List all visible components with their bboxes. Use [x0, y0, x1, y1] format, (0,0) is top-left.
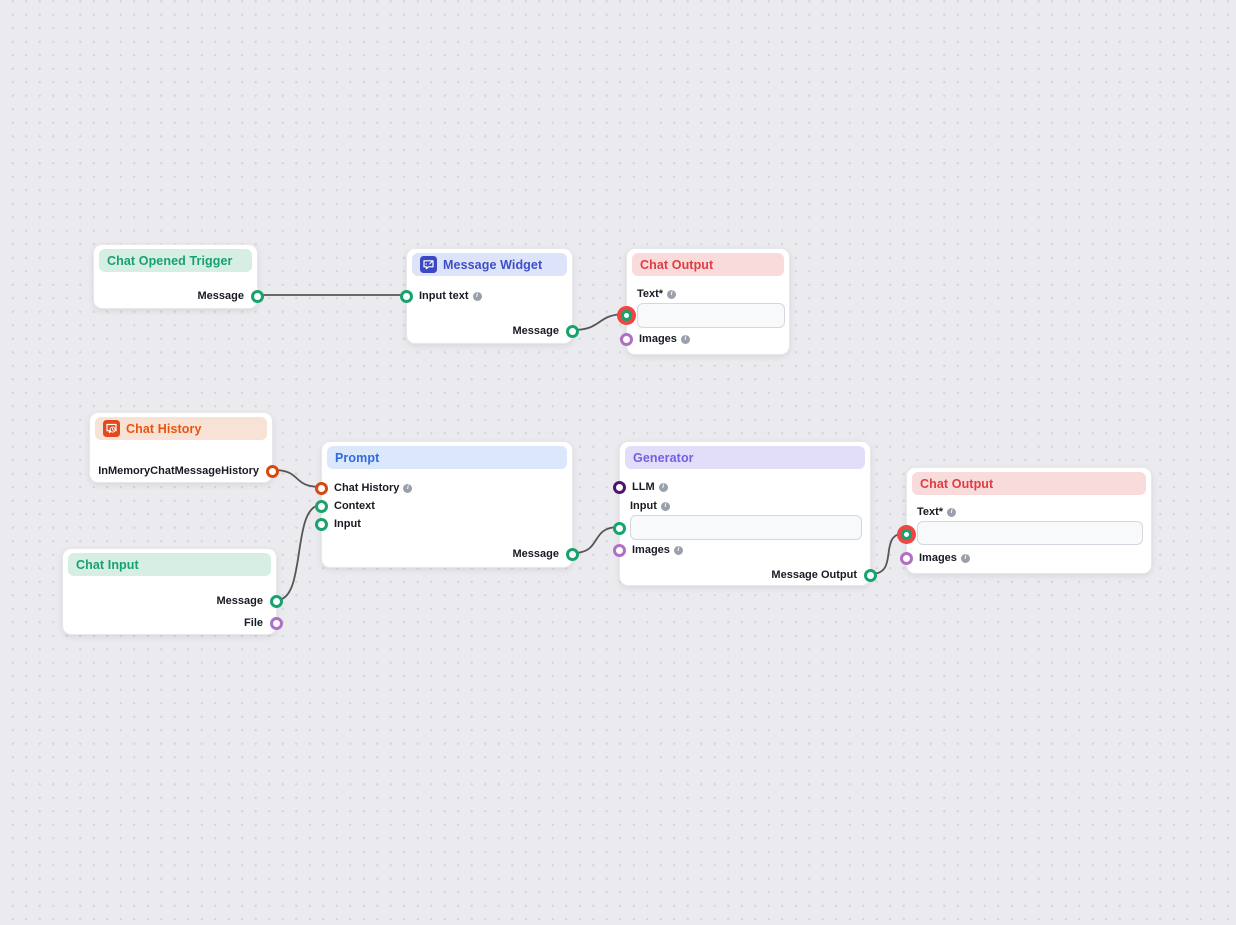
port-label: File [244, 617, 263, 629]
port-label: Message [197, 290, 244, 302]
node-title: Chat Opened Trigger [107, 253, 233, 268]
node-title: Prompt [335, 450, 380, 465]
port-label: LLM [632, 481, 655, 493]
node-header: Message Widget [412, 253, 567, 276]
info-icon[interactable]: i [472, 291, 482, 301]
port-label: InMemoryChatMessageHistory [98, 465, 259, 477]
port-chat-history[interactable] [315, 481, 328, 495]
out-row: Message [198, 288, 244, 304]
port-context[interactable] [315, 499, 328, 513]
in-row: Input [334, 516, 361, 532]
port-label: Context [334, 500, 375, 512]
out-row: Message [513, 323, 559, 339]
info-icon[interactable]: i [680, 334, 690, 344]
port-label: Message [512, 325, 559, 337]
port-text[interactable] [617, 305, 636, 325]
edge[interactable] [272, 469, 322, 488]
out-row: Message [513, 546, 559, 562]
info-icon[interactable]: i [658, 482, 668, 492]
edge[interactable] [572, 526, 620, 554]
port-label: Message Output [771, 569, 857, 581]
node-title: Message Widget [443, 257, 543, 272]
port-input[interactable] [315, 517, 328, 531]
info-icon[interactable]: i [403, 483, 413, 493]
info-icon[interactable]: i [960, 553, 970, 563]
port-images[interactable] [613, 543, 626, 557]
out-row: Message [217, 593, 263, 609]
out-row: File [244, 615, 263, 631]
out-row: InMemoryChatMessageHistory [98, 463, 259, 479]
port-message-output[interactable] [864, 568, 877, 582]
text-field-text[interactable] [637, 303, 785, 328]
port-message[interactable] [566, 324, 579, 338]
node-header: Chat Opened Trigger [99, 249, 252, 272]
port-label: Images [639, 333, 677, 345]
info-icon[interactable]: i [660, 501, 670, 511]
info-icon[interactable]: i [673, 545, 683, 555]
node-title: Chat History [126, 421, 202, 436]
message-widget-icon [420, 256, 437, 273]
port-message[interactable] [251, 289, 264, 303]
port-label: Input text [419, 290, 469, 302]
port-images[interactable] [620, 332, 633, 346]
port-label: Chat History [334, 482, 400, 494]
port-label: Message [216, 595, 263, 607]
out-row: Message Output [771, 567, 857, 583]
field-label: Text* [637, 288, 664, 300]
port-label: Message [512, 548, 559, 560]
port-file[interactable] [270, 616, 283, 630]
port-label: Input [334, 518, 361, 530]
node-title: Chat Output [640, 257, 714, 272]
info-icon[interactable]: i [947, 507, 957, 517]
port-message[interactable] [270, 594, 283, 608]
info-icon[interactable]: i [667, 289, 677, 299]
port-inner-ring [621, 309, 632, 321]
field-label: Text* [917, 506, 944, 518]
node-header: Chat Input [68, 553, 271, 576]
field-label-row: Text*i [637, 286, 677, 302]
text-field-text[interactable] [917, 521, 1143, 545]
node-header: Chat History [95, 417, 267, 440]
node-header: Prompt [327, 446, 567, 469]
text-field-input[interactable] [630, 515, 862, 540]
field-label-row: Text*i [917, 504, 957, 520]
port-message[interactable] [566, 547, 579, 561]
chat-history-icon [103, 420, 120, 437]
node-title: Chat Output [920, 476, 994, 491]
port-inmemorychatmessagehistory[interactable] [266, 464, 279, 478]
port-label: Images [632, 544, 670, 556]
node-title: Chat Input [76, 557, 139, 572]
field-label: Input [630, 500, 657, 512]
port-images[interactable] [900, 551, 913, 565]
node-header: Chat Output [632, 253, 784, 276]
port-label: Images [919, 552, 957, 564]
edge[interactable] [276, 504, 322, 601]
in-row: Context [334, 498, 375, 514]
node-header: Generator [625, 446, 865, 469]
port-input[interactable] [613, 521, 626, 535]
port-text[interactable] [897, 524, 916, 544]
port-inner-ring [901, 528, 912, 540]
port-input-text[interactable] [400, 289, 413, 303]
port-llm[interactable] [613, 480, 626, 494]
node-header: Chat Output [912, 472, 1146, 495]
node-title: Generator [633, 450, 694, 465]
